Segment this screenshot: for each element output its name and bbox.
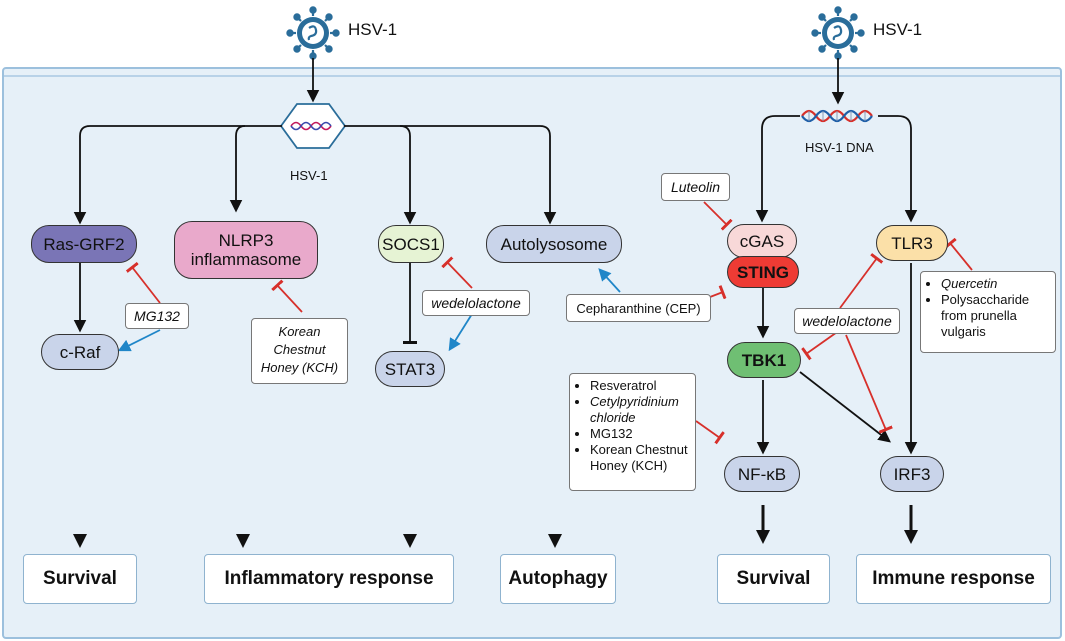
node-cgas: cGAS (727, 224, 797, 258)
outcome-immune-response: Immune response (856, 554, 1051, 604)
arrow-tbk1-to-irf3 (799, 371, 891, 443)
node-irf3: IRF3 (880, 456, 944, 492)
node-tbk1: TBK1 (727, 342, 801, 378)
note-kch: Korean Chestnut Honey (KCH) (251, 318, 348, 384)
nlrp3-line1: NLRP3 (218, 231, 274, 250)
kch-line-2: Chestnut (273, 342, 326, 357)
virus-right-icon (811, 6, 865, 60)
inhibit-wedelolactone-socs1 (441, 256, 473, 289)
note-nfkb-inhibitors: Resveratrol Cetylpyridinium chloride MG1… (569, 373, 696, 491)
note-tlr3-inhibitors: Quercetin Polysaccharide from prunella v… (920, 271, 1056, 353)
outcome-survival-left: Survival (23, 554, 137, 604)
outcome-survival-right: Survival (717, 554, 830, 604)
outcome-inflammatory-response: Inflammatory response (204, 554, 454, 604)
branch-to-nlrp3 (229, 125, 246, 213)
node-nlrp3-inflammasome: NLRP3 inflammasome (174, 221, 318, 279)
inhibit-quercetin-tlr3 (943, 237, 973, 271)
inhibit-luteolin-cgas (703, 201, 733, 231)
inhibit-wedelolactone-tbk1 (801, 329, 841, 361)
note-cepharanthine: Cepharanthine (CEP) (566, 294, 711, 322)
node-tlr3: TLR3 (876, 225, 948, 261)
inhibit-kch-nlrp3 (271, 279, 303, 313)
inhibit-wedelolactone-irf3 (845, 334, 893, 434)
node-autolysosome: Autolysosome (486, 225, 622, 263)
note-mg132: MG132 (125, 303, 189, 329)
virus-label-right: HSV-1 (873, 20, 923, 39)
virus-left-icon (286, 6, 340, 60)
dna-helix-icon (801, 109, 873, 123)
note-wedelolactone-right: wedelolactone (794, 308, 900, 334)
inhibit-mg132-ras (125, 261, 161, 304)
branch-to-autolysosome (400, 125, 557, 225)
kch-line-1: Korean (278, 324, 321, 339)
branch-to-ras-grf2 (73, 125, 282, 225)
promote-mg132-craf (117, 329, 161, 352)
node-stat3: STAT3 (375, 351, 445, 387)
inhibit-cep-sting (709, 285, 727, 300)
nfkb-inhibitor-2: Cetylpyridinium chloride (590, 394, 689, 426)
nfkb-inhibitor-4: Korean Chestnut Honey (KCH) (590, 442, 689, 474)
kch-line-3: Honey (KCH) (260, 360, 339, 375)
note-luteolin: Luteolin (661, 173, 730, 201)
node-ras-grf2: Ras-GRF2 (31, 225, 137, 263)
nfkb-inhibitor-3: MG132 (590, 426, 689, 442)
node-c-raf: c-Raf (41, 334, 119, 370)
node-sting: STING (727, 256, 799, 288)
dna-label: HSV-1 DNA (805, 140, 874, 155)
inhibit-wedelolactone-tlr3 (839, 253, 884, 309)
nlrp3-line2: inflammasome (190, 250, 302, 269)
cell-body (2, 67, 1062, 639)
branch-to-cgas (755, 115, 800, 223)
promote-cep-autolysosome (598, 268, 621, 293)
tlr3-inhibitor-1: Quercetin (941, 276, 1049, 292)
promote-wedelolactone-stat3 (448, 313, 473, 352)
branch-to-tlr3 (878, 115, 918, 223)
virus-label-left: HSV-1 (348, 20, 398, 39)
capsid-label: HSV-1 (290, 168, 328, 183)
node-nfkb: NF-κB (724, 456, 800, 492)
note-wedelolactone-left: wedelolactone (422, 290, 530, 316)
inhibit-list-nfkb (695, 420, 725, 445)
outcome-autophagy: Autophagy (500, 554, 616, 604)
tlr3-inhibitor-2: Polysaccharide from prunella vulgaris (941, 292, 1049, 340)
node-socs1: SOCS1 (378, 225, 444, 263)
nfkb-inhibitor-1: Resveratrol (590, 378, 689, 394)
